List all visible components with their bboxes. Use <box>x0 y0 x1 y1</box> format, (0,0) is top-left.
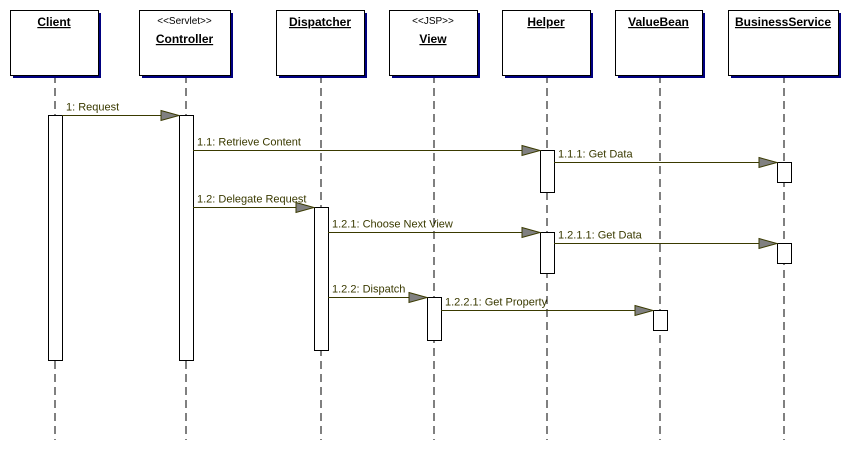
object-box <box>728 10 839 76</box>
activation-valuebean <box>653 310 668 331</box>
lifelines <box>54 75 785 440</box>
activation-view <box>427 297 442 341</box>
message-label: 1.1: Retrieve Content <box>197 137 301 149</box>
object-valuebean[interactable]: ValueBean <box>615 10 706 79</box>
object-stereotype: <<Servlet>> <box>157 16 212 27</box>
activation-dispatcher <box>314 207 329 351</box>
arrowhead-icon <box>295 201 316 214</box>
arrowhead-icon <box>634 304 655 317</box>
message-2[interactable]: 1.1: Retrieve Content <box>193 137 542 157</box>
object-name: View <box>419 32 447 46</box>
object-box <box>276 10 365 76</box>
arrowhead-icon <box>521 144 542 157</box>
messages: 1: Request 1.1: Retrieve Content 1.1.1: Ge… <box>62 102 779 317</box>
object-name: Controller <box>156 32 214 46</box>
message-label: 1.1.1: Get Data <box>558 149 633 161</box>
message-label: 1.2.1.1: Get Data <box>558 230 643 242</box>
object-name: Helper <box>527 15 565 29</box>
arrowhead-icon <box>408 291 429 304</box>
object-stereotype: <<JSP>> <box>412 16 454 27</box>
object-box <box>389 10 478 76</box>
activations <box>48 115 792 361</box>
message-5[interactable]: 1.2.1: Choose Next View <box>328 219 542 239</box>
arrowhead-icon <box>758 237 779 250</box>
message-label: 1.2.2: Dispatch <box>332 284 405 296</box>
object-name: BusinessService <box>735 15 831 29</box>
message-1[interactable]: 1: Request <box>62 102 181 122</box>
message-8[interactable]: 1.2.2.1: Get Property <box>441 297 655 317</box>
arrowhead-icon <box>758 156 779 169</box>
object-helper[interactable]: Helper <box>502 10 594 79</box>
object-client[interactable]: Client <box>10 10 102 79</box>
object-businessservice[interactable]: BusinessService <box>728 10 842 79</box>
activation-businessservice <box>777 243 792 264</box>
activation-controller <box>179 115 194 361</box>
object-box <box>615 10 703 76</box>
message-4[interactable]: 1.2: Delegate Request <box>193 194 316 214</box>
message-label: 1.2.1: Choose Next View <box>332 219 453 231</box>
arrowhead-icon <box>160 109 181 122</box>
object-boxes: Client <<Servlet>> Controller Dispatcher <<J… <box>10 10 842 79</box>
message-label: 1: Request <box>66 102 119 114</box>
message-label: 1.2.2.1: Get Property <box>445 297 548 309</box>
object-name: Dispatcher <box>289 15 351 29</box>
object-controller[interactable]: <<Servlet>> Controller <box>139 10 234 79</box>
object-name: ValueBean <box>628 15 689 29</box>
message-3[interactable]: 1.1.1: Get Data <box>554 149 779 169</box>
object-box <box>139 10 231 76</box>
activation-helper <box>540 150 555 193</box>
message-6[interactable]: 1.2.1.1: Get Data <box>554 230 779 250</box>
activation-businessservice <box>777 162 792 183</box>
object-box <box>10 10 99 76</box>
message-label: 1.2: Delegate Request <box>197 194 306 206</box>
object-box <box>502 10 591 76</box>
object-view[interactable]: <<JSP>> View <box>389 10 481 79</box>
arrowhead-icon <box>521 226 542 239</box>
activation-client <box>48 115 63 361</box>
object-name: Client <box>37 15 70 29</box>
object-dispatcher[interactable]: Dispatcher <box>276 10 368 79</box>
activation-helper <box>540 232 555 274</box>
message-7[interactable]: 1.2.2: Dispatch <box>328 284 429 304</box>
